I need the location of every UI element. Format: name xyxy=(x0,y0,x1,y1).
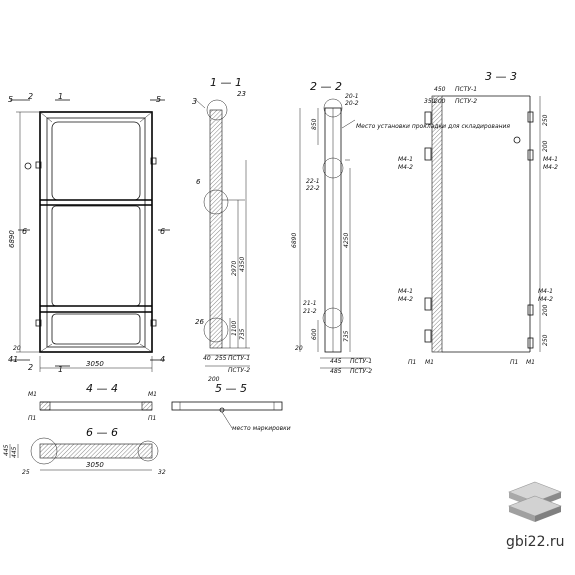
m41-c: M4-1 xyxy=(398,288,413,295)
section-6-6-title: 6 — 6 xyxy=(86,426,118,439)
dim-485: 485 xyxy=(330,368,342,375)
dim-21-1: 21-1 xyxy=(303,300,317,307)
front-view: 5 2 1 5 6 6 41 2 1 4 3050 6890 20 xyxy=(8,92,170,374)
dim-40: 40 xyxy=(203,355,211,362)
dim-350: 350 xyxy=(424,98,436,105)
dim-4350: 4350 xyxy=(239,257,246,272)
dim-250: 250 xyxy=(542,114,549,126)
m41-a: M4-1 xyxy=(398,156,413,163)
p1-b: П1 xyxy=(510,359,518,366)
pstu2-a: ПСТУ-2 xyxy=(228,367,250,374)
pstu2-c: ПСТУ-2 xyxy=(455,98,477,105)
pstu2-b: ПСТУ-2 xyxy=(350,368,372,375)
marker-1: 1 xyxy=(58,92,63,101)
dim-20-2: 20-2 xyxy=(345,100,359,107)
dim-6890-b: 6890 xyxy=(291,233,298,248)
marker-1-bottom: 1 xyxy=(58,365,63,374)
dim-735: 735 xyxy=(239,328,246,340)
m1-a: M1 xyxy=(425,359,434,366)
marker-3: 3 xyxy=(192,97,197,106)
pstu1-c: ПСТУ-1 xyxy=(455,86,477,93)
section-5-5: 5 — 5 место маркировки xyxy=(171,382,291,432)
marker-26: 26 xyxy=(195,318,204,326)
dim-255: 255 xyxy=(215,355,227,362)
dim-4250: 4250 xyxy=(343,233,350,248)
dim-32: 32 xyxy=(158,469,166,476)
section-1-1-title: 1 — 1 xyxy=(210,76,242,89)
dim-21-2: 21-2 xyxy=(303,308,317,315)
dim-20-b: 20 xyxy=(295,345,303,352)
dim-200-c: 200 xyxy=(542,140,549,152)
dim-445: 445 xyxy=(330,358,342,365)
dim-20-1: 20-1 xyxy=(345,93,359,100)
marker-6-right: 6 xyxy=(160,227,165,236)
section-1-1: 1 — 1 3 23 6 26 2970 4350 1100 735 40 25… xyxy=(192,76,250,383)
wall-hatch-3 xyxy=(431,95,443,353)
dim-main-width: 3050 xyxy=(86,360,104,368)
section-2-2: 2 — 2 Место установки прокладки для скла… xyxy=(291,80,510,375)
p1-a: П1 xyxy=(408,359,416,366)
dim-main-height: 6890 xyxy=(8,230,16,248)
dim-22-2: 22-2 xyxy=(306,185,320,192)
dim-20: 20 xyxy=(13,345,21,352)
section-5-5-title: 5 — 5 xyxy=(215,382,247,395)
marking-note: место маркировки xyxy=(232,425,291,432)
section-2-2-title: 2 — 2 xyxy=(310,80,342,93)
marker-4-bottom: 4 xyxy=(160,355,165,364)
site-url[interactable]: gbi22.ru xyxy=(506,534,565,550)
pstu1-b: ПСТУ-1 xyxy=(350,358,372,365)
m42-a: M4-2 xyxy=(398,164,413,171)
wall-hatch xyxy=(209,109,223,349)
marker-5-right: 5 xyxy=(156,95,161,104)
dim-3050-b: 3050 xyxy=(86,461,104,469)
section-4-4: 4 — 4 M1 П1 M1 П1 xyxy=(28,382,157,422)
m41-b: M4-1 xyxy=(543,156,558,163)
dim-445-c: 445 xyxy=(11,446,18,458)
dim-445-b: 445 xyxy=(3,444,10,456)
m42-c: M4-2 xyxy=(398,296,413,303)
marking-note-text: место маркировки xyxy=(232,425,291,432)
marker-6-section: 6 xyxy=(196,178,201,186)
marker-23: 23 xyxy=(237,90,246,98)
panel-outline xyxy=(39,111,153,353)
p1-d: П1 xyxy=(148,415,156,422)
site-logo xyxy=(505,480,565,530)
section-3-3: 3 — 3 450 ПСТУ-1 350 200 ПСТУ-2 M4-1 M4-… xyxy=(398,70,558,366)
pstu1-a: ПСТУ-1 xyxy=(228,355,250,362)
m1-d: M1 xyxy=(148,391,157,398)
dim-450: 450 xyxy=(434,86,446,93)
section-4-4-title: 4 — 4 xyxy=(86,382,118,395)
m41-d: M4-1 xyxy=(538,288,553,295)
middle-window xyxy=(51,205,141,307)
dim-1100: 1100 xyxy=(231,321,238,336)
dim-850: 850 xyxy=(311,118,318,130)
upper-window xyxy=(51,121,141,201)
dim-25: 25 xyxy=(22,469,30,476)
panel-inner xyxy=(46,117,146,348)
section-6-6: 6 — 6 445 445 3050 25 32 xyxy=(3,426,166,476)
dim-600: 600 xyxy=(311,328,318,340)
section-3-3-title: 3 — 3 xyxy=(485,70,517,83)
dim-200: 200 xyxy=(208,376,220,383)
marker-41: 41 xyxy=(8,355,18,364)
lower-window xyxy=(51,313,141,345)
m1-c: M1 xyxy=(28,391,37,398)
dim-22-1: 22-1 xyxy=(306,178,320,185)
wall-hatch-6 xyxy=(39,443,153,459)
marker-2: 2 xyxy=(28,92,33,101)
marker-2-bottom: 2 xyxy=(28,363,33,372)
marker-6: 6 xyxy=(22,227,27,236)
dim-250-b: 250 xyxy=(542,334,549,346)
dim-200-b: 200 xyxy=(434,98,446,105)
m42-d: M4-2 xyxy=(538,296,553,303)
m42-b: M4-2 xyxy=(543,164,558,171)
dim-200-d: 200 xyxy=(542,304,549,316)
dim-2970: 2970 xyxy=(231,261,238,276)
p1-c: П1 xyxy=(28,415,36,422)
marker-5: 5 xyxy=(8,95,13,104)
m1-b: M1 xyxy=(526,359,535,366)
dim-735-b: 735 xyxy=(343,330,350,342)
